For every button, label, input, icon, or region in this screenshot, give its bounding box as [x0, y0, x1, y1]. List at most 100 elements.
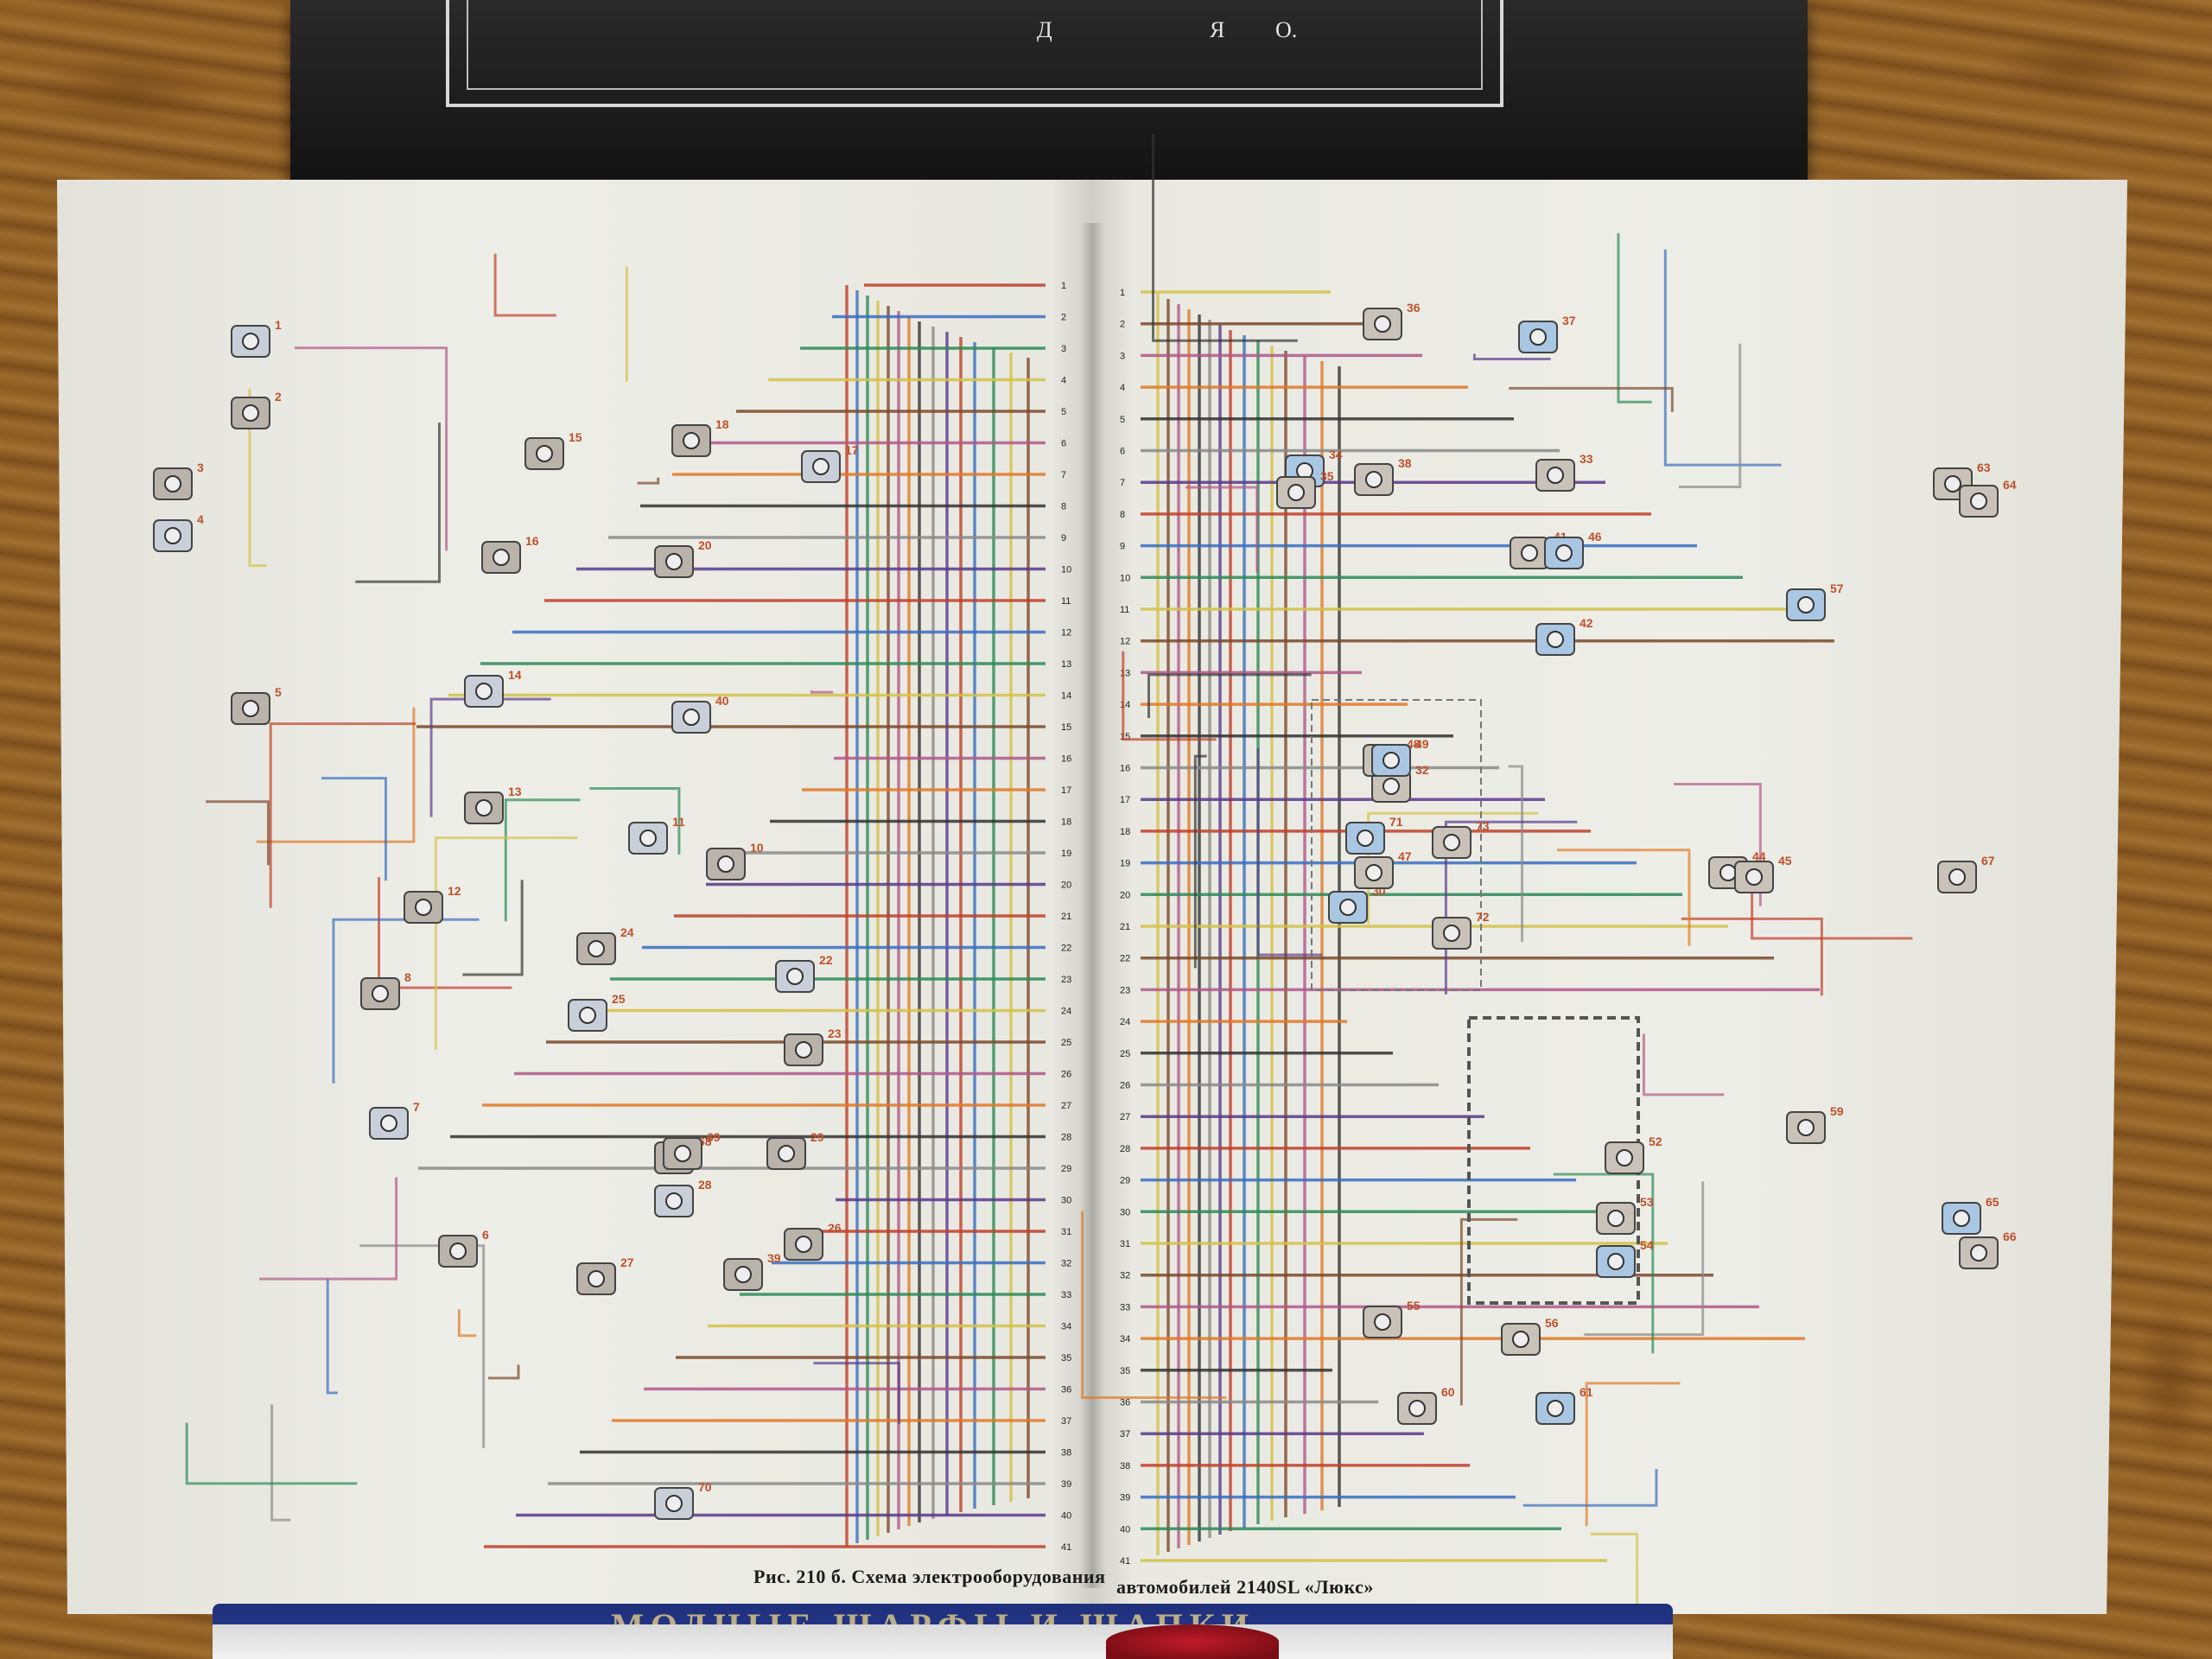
terminal-number-left: 25: [1061, 1038, 1071, 1048]
terminal-number-left: 31: [1061, 1227, 1071, 1237]
terminal-number-left: 35: [1061, 1353, 1071, 1363]
component-number-left: 26: [828, 1221, 842, 1235]
wire-left-route: [270, 1404, 291, 1522]
component-number-left: 1: [275, 318, 282, 332]
component-left-lamp: [665, 1192, 683, 1210]
top-book-frame: [446, 0, 1503, 107]
terminal-number-left: 36: [1061, 1385, 1071, 1395]
component-number-right: 37: [1562, 314, 1576, 327]
component-number-right: 34: [1329, 448, 1343, 461]
terminal-number-left: 6: [1061, 439, 1066, 449]
component-left-lamp: [683, 709, 700, 726]
terminal-number-right: 14: [1120, 700, 1130, 710]
terminal-number-right: 20: [1120, 890, 1130, 900]
wire-left-route: [378, 877, 512, 989]
component-number-right: 67: [1981, 854, 1995, 868]
bottom-book-strip: [213, 1624, 1673, 1659]
terminal-number-left: 14: [1061, 691, 1071, 702]
component-number-left: 17: [845, 443, 859, 457]
terminal-number-right: 21: [1120, 922, 1130, 932]
component-left-lamp: [812, 458, 830, 475]
wire-left-route: [504, 798, 581, 922]
terminal-number-left: 13: [1061, 659, 1071, 670]
wire-right-route: [1185, 486, 1259, 573]
component-right-lamp: [1529, 328, 1547, 346]
wire-right-route: [1522, 1469, 1658, 1507]
wire-left-route: [810, 690, 834, 694]
component-number-right: 54: [1640, 1238, 1654, 1252]
component-number-right: 33: [1580, 452, 1593, 466]
terminal-number-left: 7: [1061, 470, 1066, 480]
terminal-number-right: 3: [1120, 351, 1125, 361]
terminal-number-right: 9: [1120, 542, 1125, 552]
component-left-lamp: [639, 830, 657, 847]
wire-left-route: [589, 787, 681, 855]
component-left-lamp: [795, 1236, 812, 1253]
component-right-lamp: [1607, 1253, 1624, 1270]
wood-knot: [2134, 1296, 2203, 1469]
component-number-left: 14: [508, 668, 522, 682]
terminal-number-right: 38: [1120, 1461, 1130, 1471]
instrument-cluster-frame: [1311, 699, 1482, 991]
component-number-left: 3: [197, 461, 204, 474]
terminal-number-right: 19: [1120, 859, 1130, 869]
wire-right-route: [1585, 1382, 1681, 1527]
terminal-number-right: 5: [1120, 415, 1125, 425]
wire-left-route: [294, 346, 448, 551]
terminal-number-right: 10: [1120, 573, 1130, 583]
figure-caption-right: автомобилей 2140SL «Люкс»: [1116, 1576, 1374, 1598]
component-left-lamp: [717, 855, 734, 873]
component-number-left: 22: [819, 953, 833, 967]
terminal-number-right: 37: [1120, 1429, 1130, 1440]
component-right-lamp: [1382, 778, 1400, 795]
terminal-number-right: 39: [1120, 1493, 1130, 1503]
terminal-number-right: 35: [1120, 1366, 1130, 1376]
wire-left-route: [637, 477, 660, 485]
wire-left-route: [462, 880, 524, 976]
component-left-lamp: [674, 1145, 691, 1162]
component-number-left: 70: [698, 1480, 712, 1494]
terminal-number-left: 19: [1061, 849, 1071, 859]
terminal-number-left: 1: [1061, 281, 1066, 291]
component-right-lamp: [1555, 544, 1573, 562]
component-number-left: 7: [413, 1100, 420, 1114]
component-left-lamp: [778, 1145, 795, 1162]
terminal-number-right: 40: [1120, 1524, 1130, 1535]
component-number-left: 39: [767, 1251, 781, 1265]
wire-right-route: [1557, 849, 1691, 946]
terminal-number-left: 11: [1061, 596, 1071, 607]
component-number-left: 18: [715, 417, 729, 431]
wire-right-route: [1193, 754, 1207, 969]
component-number-right: 46: [1588, 530, 1602, 543]
component-left-lamp: [242, 404, 259, 422]
component-number-right: 38: [1398, 456, 1412, 470]
terminal-number-right: 29: [1120, 1176, 1130, 1186]
component-left-lamp: [536, 445, 553, 462]
component-left-lamp: [588, 940, 605, 957]
terminal-number-right: 24: [1120, 1017, 1130, 1027]
wire-left-route: [434, 836, 578, 1050]
terminal-number-right: 11: [1120, 605, 1129, 615]
top-book-letter: О.: [1275, 17, 1298, 42]
figure-caption-left: Рис. 210 б. Схема электрооборудования: [753, 1566, 1106, 1587]
terminal-number-left: 40: [1061, 1511, 1071, 1522]
component-left-lamp: [415, 899, 432, 916]
component-number-left: 8: [404, 970, 411, 984]
wire-left-route: [269, 722, 416, 908]
wire-left-route: [206, 800, 270, 866]
terminal-number-right: 30: [1120, 1207, 1130, 1217]
component-right-lamp: [1365, 471, 1382, 488]
wire-left-route: [259, 1177, 398, 1281]
terminal-number-right: 22: [1120, 954, 1130, 964]
book-gutter: [1080, 223, 1104, 1588]
terminal-number-left: 24: [1061, 1007, 1071, 1017]
terminal-number-right: 26: [1120, 1081, 1130, 1091]
component-number-left: 15: [569, 430, 582, 444]
component-number-left: 28: [698, 1178, 712, 1192]
component-number-right: 63: [1977, 461, 1991, 474]
component-right-lamp: [1365, 864, 1382, 881]
terminal-number-left: 27: [1061, 1101, 1071, 1111]
wire-right-route: [1256, 747, 1323, 957]
terminal-number-left: 5: [1061, 407, 1066, 417]
